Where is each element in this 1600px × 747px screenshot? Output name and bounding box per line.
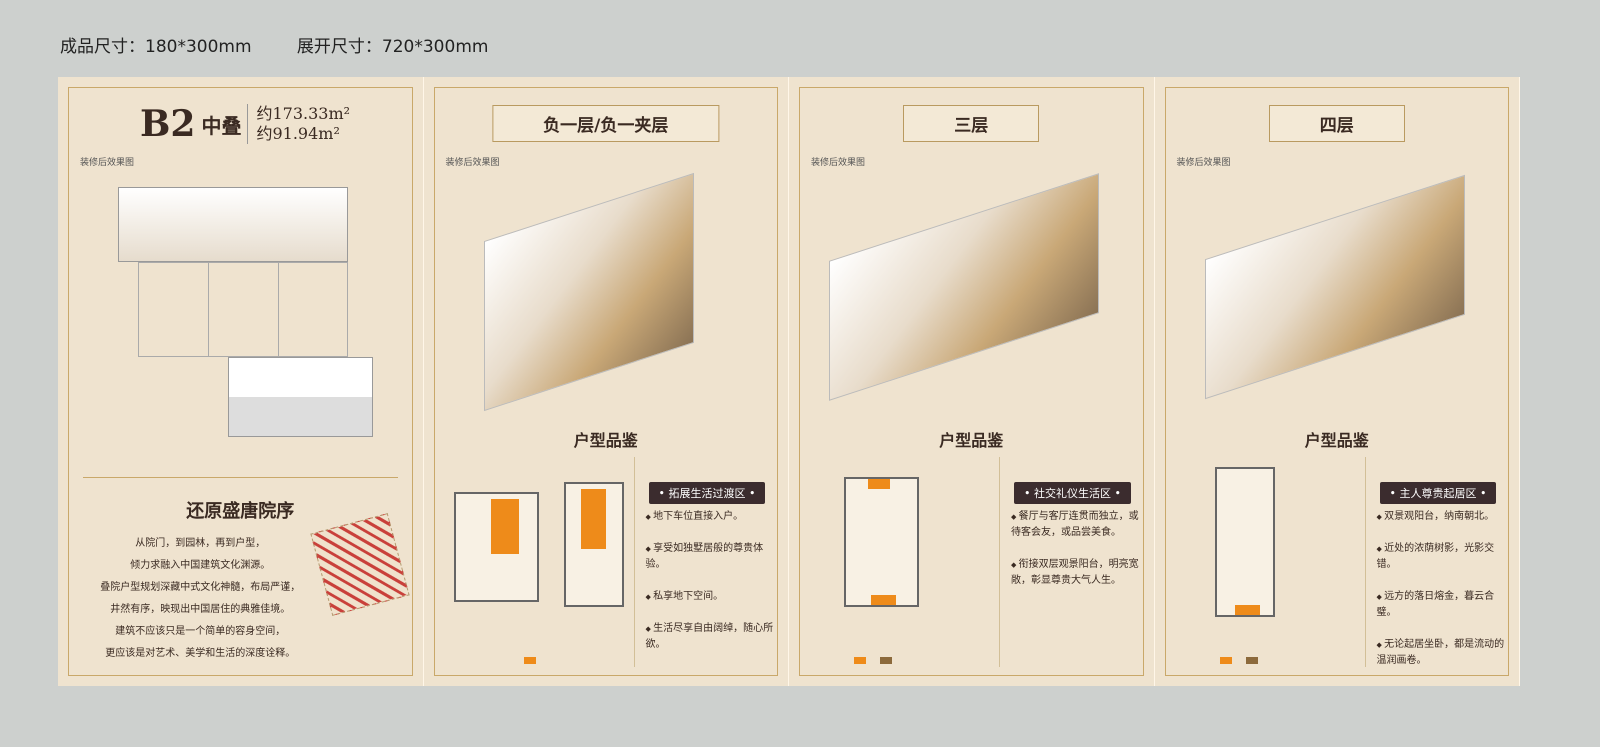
intro: 还原盛唐院序 从院门，到园林，再到户型， 倾力求融入中国建筑文化渊源。 叠院户型…: [58, 497, 423, 665]
garage-render: [228, 357, 373, 437]
floor-plan: [453, 492, 539, 602]
floor-title: 负一层/负一夹层: [492, 105, 720, 142]
panel-basement: 负一层/负一夹层 装修后效果图 户型品鉴 • 拓展生活过渡区 • 地下车位直接入…: [424, 77, 789, 686]
size-header: 成品尺寸：180*300mm 展开尺寸：720*300mm: [60, 32, 528, 57]
plan-legend: [1219, 657, 1258, 664]
floor-title: 三层: [903, 105, 1040, 142]
section-render: [118, 187, 348, 262]
section-grid: [138, 262, 348, 357]
render-caption: 装修后效果图: [80, 158, 135, 168]
area-built: 约173.33m²: [256, 104, 351, 123]
model-code: B2: [140, 103, 196, 145]
feature-tag: • 主人尊贵起居区 •: [1379, 482, 1497, 504]
feature-tag: • 社交礼仪生活区 •: [1014, 482, 1131, 504]
floor-title: 四层: [1268, 105, 1405, 142]
panel-fourth-floor: 四层 装修后效果图 户型品鉴 • 主人尊贵起居区 • 双景观阳台，纳南朝北。近处…: [1155, 77, 1520, 686]
feature-list: 地下车位直接入户。享受如独墅居般的尊贵体验。私享地下空间。生活尽享自由阔绰，随心…: [646, 509, 776, 669]
floor-plan: [844, 477, 919, 607]
model-type: 中叠: [201, 113, 242, 138]
section-subtitle: 户型品鉴: [573, 431, 638, 450]
floor-plan: [563, 482, 624, 607]
plan-legend: [854, 657, 892, 664]
section-subtitle: 户型品鉴: [939, 431, 1004, 450]
feature-list: 餐厅与客厅连贯而独立，或待客会友，或品尝美食。衔接双层观景阳台，明亮宽敞，彰显尊…: [1011, 509, 1141, 605]
panel-third-floor: 三层 装修后效果图 户型品鉴 • 社交礼仪生活区 • 餐厅与客厅连贯而独立，或待…: [789, 77, 1155, 686]
floor-plan: [1214, 467, 1275, 617]
plan-legend: [523, 657, 536, 664]
intro-title: 还原盛唐院序: [186, 501, 295, 522]
area-gift: 约91.94m²: [256, 124, 340, 143]
unfolded-size: 展开尺寸：720*300mm: [296, 37, 489, 57]
feature-list: 双景观阳台，纳南朝北。近处的浓荫树影，光影交错。远方的落日熔金，暮云合璧。无论起…: [1377, 509, 1507, 685]
finished-size: 成品尺寸：180*300mm: [60, 37, 252, 57]
section-subtitle: 户型品鉴: [1304, 431, 1369, 450]
feature-tag: • 拓展生活过渡区 •: [648, 482, 766, 504]
